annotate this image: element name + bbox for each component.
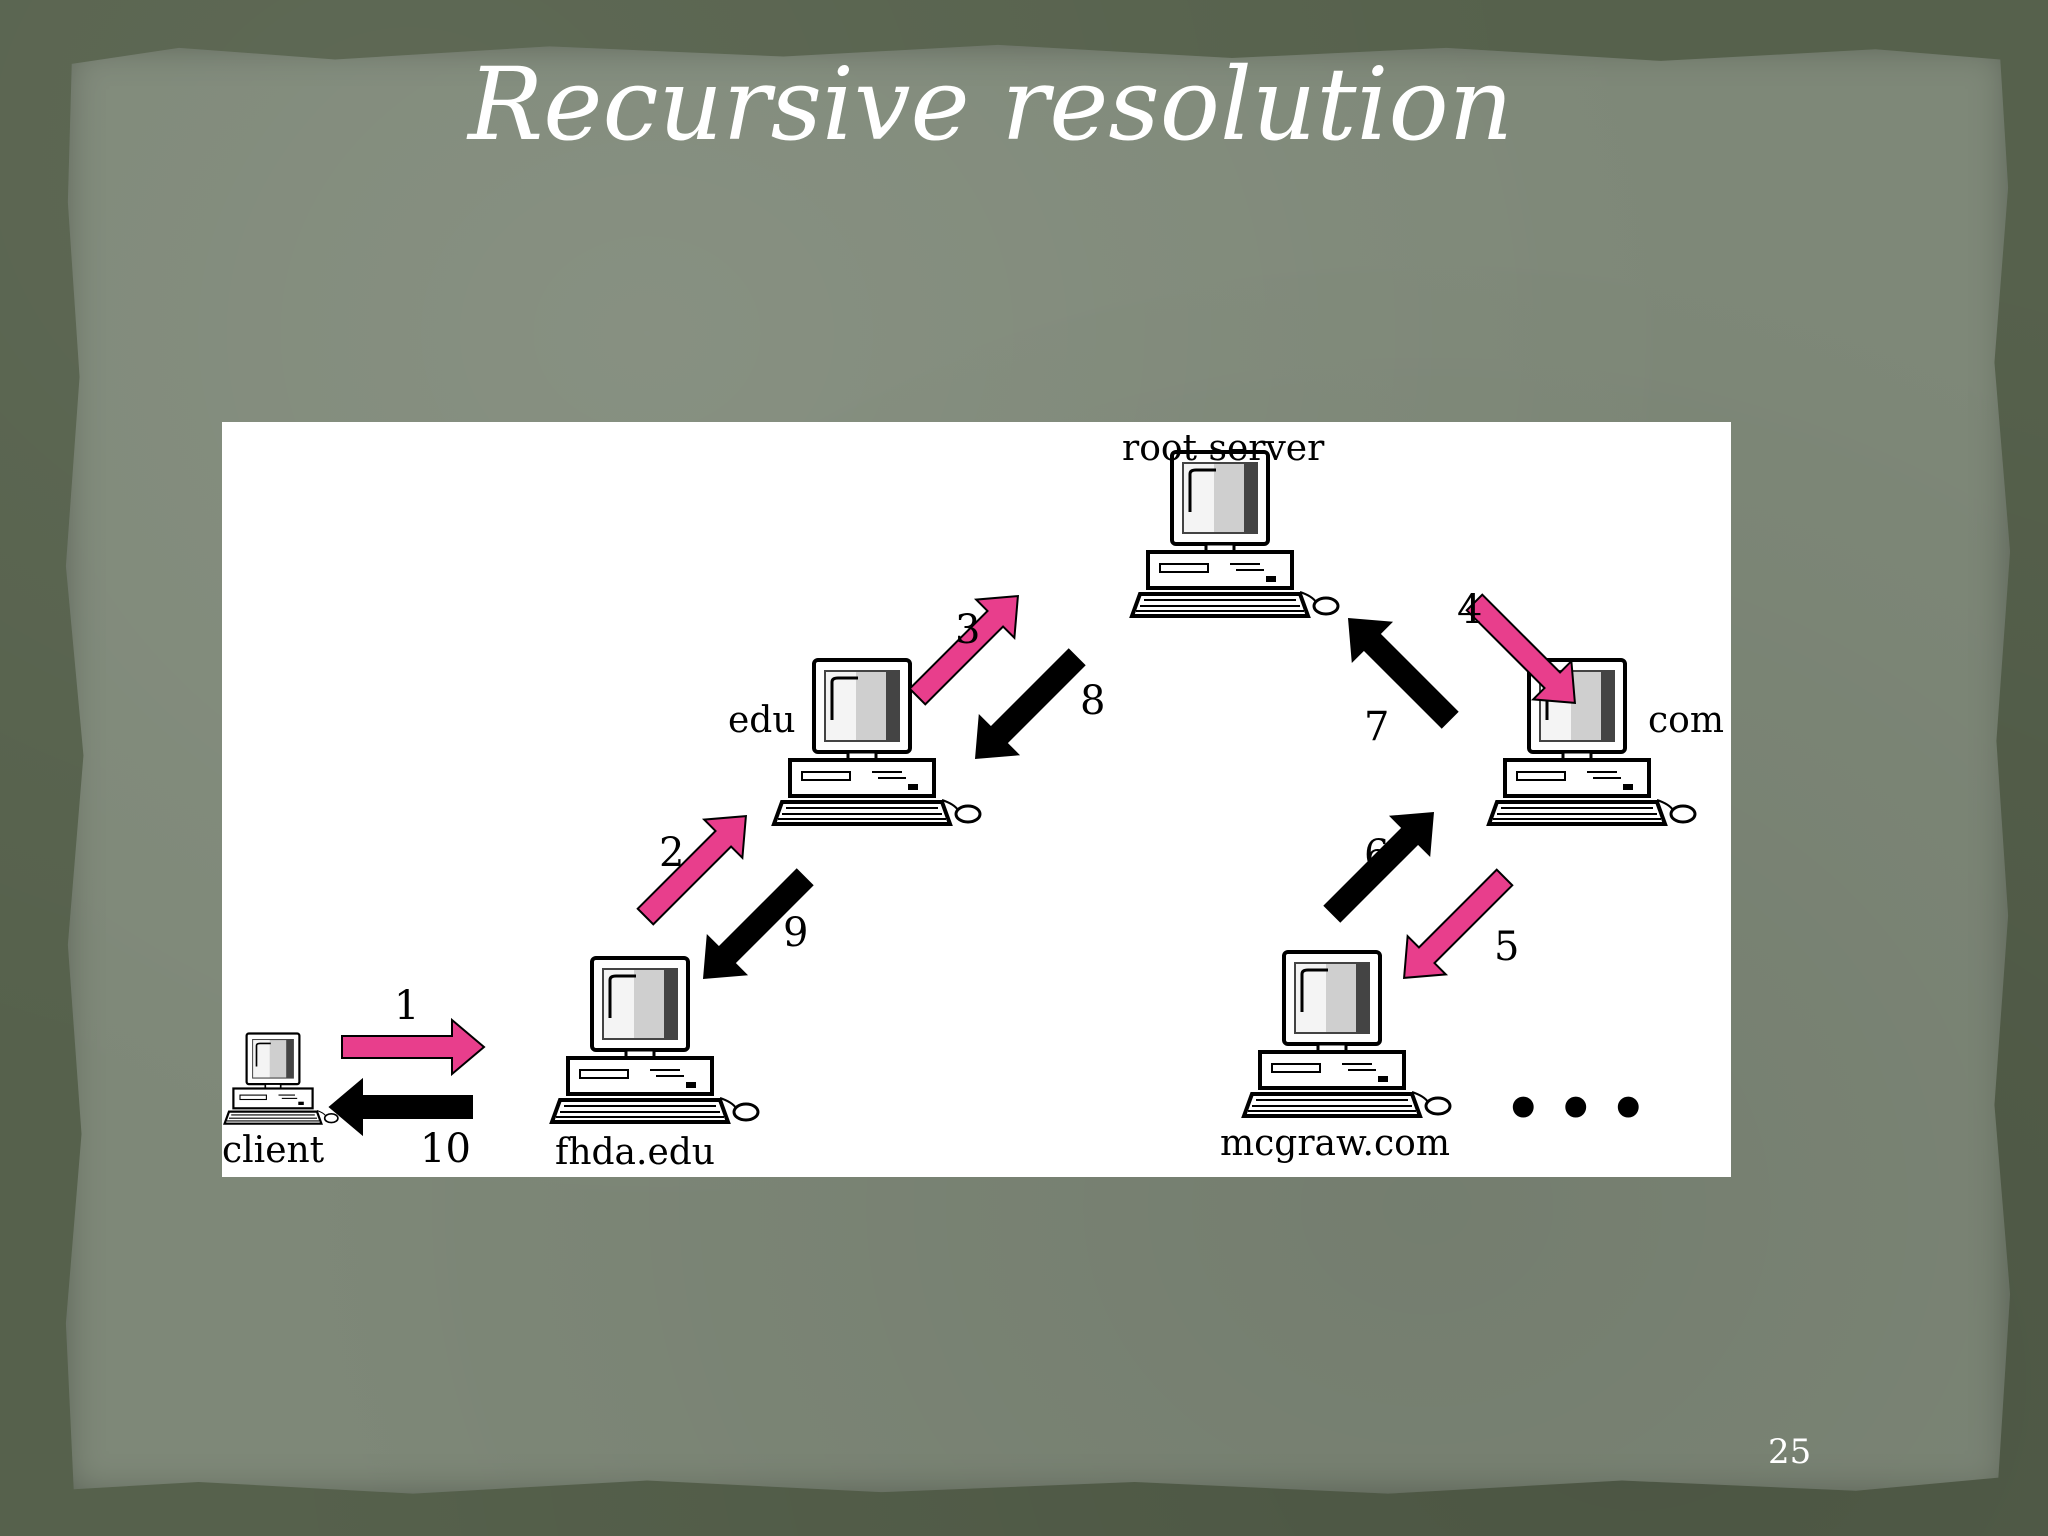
arrow-step-2 [625, 795, 767, 937]
arrow-step-8 [955, 637, 1097, 779]
fhda-computer-icon [550, 956, 760, 1124]
step-number-7: 7 [1364, 704, 1389, 750]
dns-diagram: client fhda.edu edu root server com mcgr… [222, 422, 1731, 1177]
continuation-dots: ••• [1502, 1067, 1659, 1151]
label-edu: edu [728, 700, 796, 741]
label-mcgraw: mcgraw.com [1220, 1123, 1450, 1164]
step-number-3: 3 [955, 607, 980, 653]
step-number-6: 6 [1364, 832, 1389, 878]
slide-title: Recursive resolution [468, 46, 1514, 163]
label-root-server: root server [1122, 428, 1325, 469]
page-number: 25 [1768, 1432, 1812, 1472]
step-number-4: 4 [1457, 587, 1482, 633]
step-number-10: 10 [420, 1126, 471, 1172]
step-number-2: 2 [659, 830, 684, 876]
label-com: com [1648, 700, 1724, 741]
label-client: client [222, 1130, 325, 1171]
client-computer-icon [223, 1032, 339, 1125]
step-number-5: 5 [1494, 924, 1519, 970]
label-fhda: fhda.edu [555, 1132, 715, 1173]
step-number-8: 8 [1080, 678, 1105, 724]
arrow-step-7 [1328, 598, 1470, 740]
edu-computer-icon [772, 658, 982, 826]
step-number-9: 9 [783, 910, 808, 956]
com-computer-icon [1487, 658, 1697, 826]
step-number-1: 1 [394, 983, 419, 1029]
root-server-computer-icon [1130, 450, 1340, 618]
